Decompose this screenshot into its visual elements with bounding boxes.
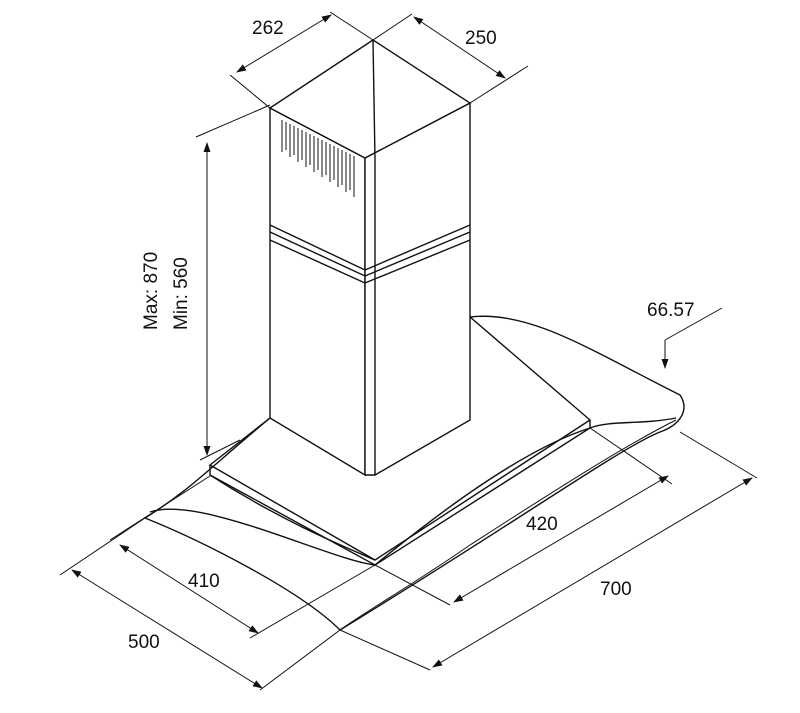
height-min-label: Min: 560 [171, 257, 192, 330]
glass-thickness-label: 66.57 [647, 300, 695, 321]
dim-body-width [109, 475, 376, 639]
chimney-depth-label: 250 [465, 28, 497, 49]
dim-glass-thickness [661, 307, 723, 369]
dim-total-width [59, 517, 341, 691]
vent-slots [281, 120, 355, 197]
chimney [268, 39, 472, 477]
dim-chimney-width [229, 11, 374, 109]
dim-height [195, 104, 271, 461]
chimney-width-label: 262 [252, 18, 284, 39]
body-width-label: 410 [188, 571, 220, 592]
height-max-label: Max: 870 [141, 252, 162, 330]
total-depth-label: 700 [600, 579, 632, 600]
body-depth-label: 420 [526, 514, 558, 535]
dim-chimney-depth [372, 13, 529, 104]
dim-total-depth [339, 431, 758, 671]
total-width-label: 500 [128, 632, 160, 653]
